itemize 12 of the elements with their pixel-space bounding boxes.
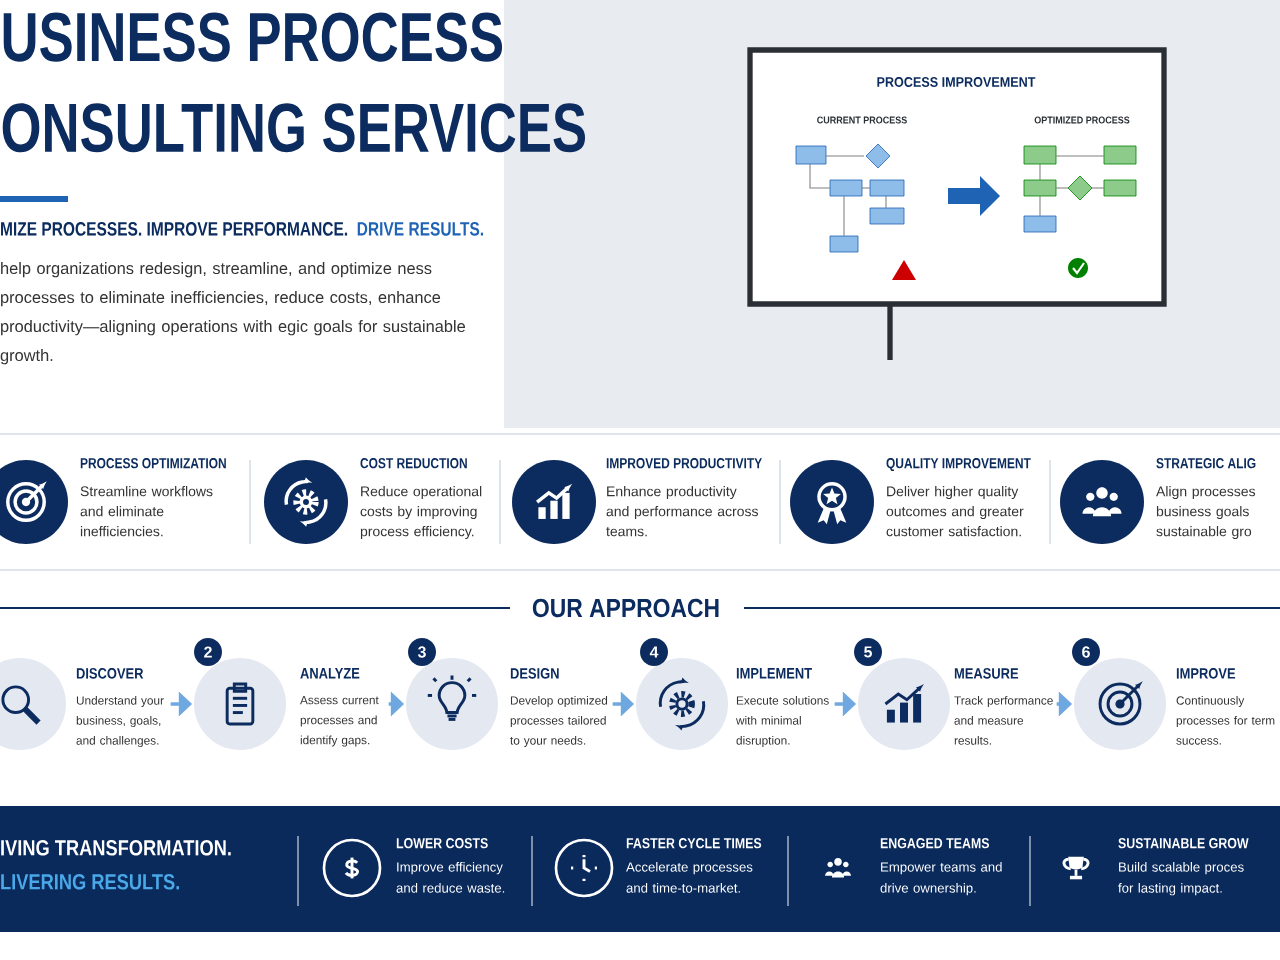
intro-paragraph: help organizations redesign, streamline, and optimize ness processes to eliminate inefficiencies, reduce costs, enhance productivity—aligning operations with egic goals for sustainable growth. bbox=[0, 262, 465, 365]
banner-slogan: LIVERING RESULTS. bbox=[1, 874, 179, 890]
tagline: DRIVE RESULTS. bbox=[357, 222, 484, 236]
banner-slogan: IVING TRANSFORMATION. bbox=[1, 840, 231, 856]
step-number-badge: 6 bbox=[1072, 638, 1100, 666]
step-number-badge: 2 bbox=[194, 638, 222, 666]
section-heading: OUR APPROACH bbox=[532, 598, 719, 618]
step-number-badge: 4 bbox=[640, 638, 668, 666]
step-number-badge: 5 bbox=[854, 638, 882, 666]
page-title: USINESS PROCESS ONSULTING SERVICES bbox=[2, 12, 586, 153]
step-number-badge: 3 bbox=[408, 638, 436, 666]
tagline: MIZE PROCESSES. IMPROVE PERFORMANCE. bbox=[1, 222, 348, 236]
